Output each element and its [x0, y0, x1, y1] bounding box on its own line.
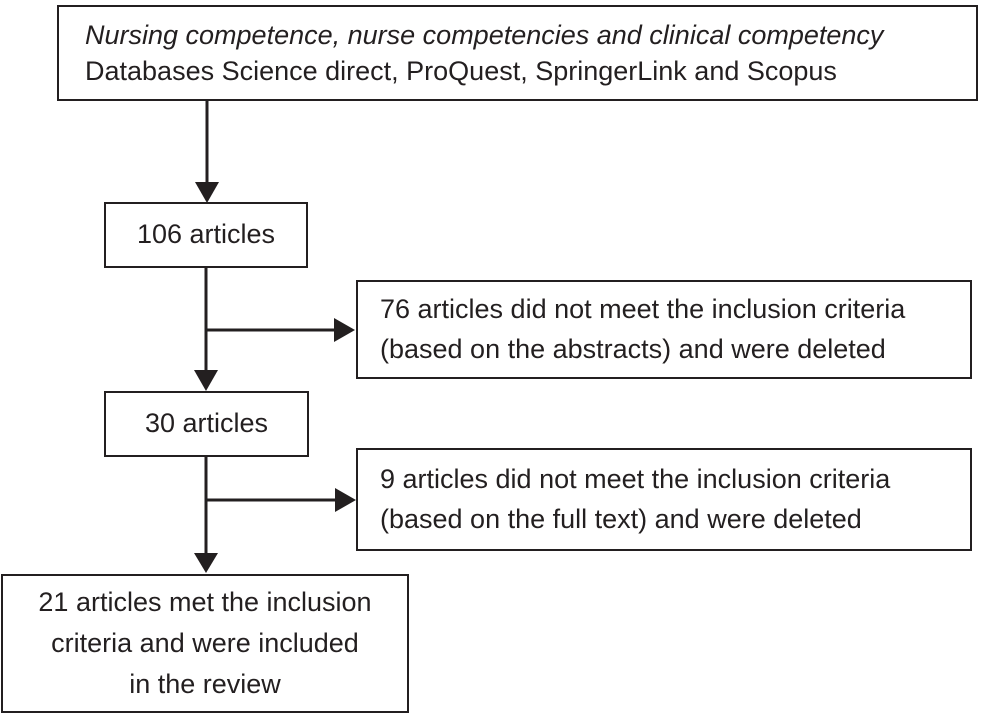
included-articles-box: 21 articles met the inclusion criteria a…	[1, 574, 409, 713]
articles-106-label: 106 articles	[136, 219, 276, 250]
arrow-search-to-106-icon	[195, 101, 219, 203]
excluded-abstracts-line1: 76 articles did not meet the inclusion c…	[380, 294, 906, 325]
included-line2: criteria and were included	[51, 627, 359, 658]
arrow-106-to-76-icon	[205, 318, 355, 342]
articles-30-box: 30 articles	[104, 391, 309, 457]
excluded-fulltext-line2: (based on the full text) and were delete…	[380, 503, 862, 534]
excluded-fulltext-box: 9 articles did not meet the inclusion cr…	[356, 448, 972, 551]
excluded-abstracts-line2: (based on the abstracts) and were delete…	[380, 333, 886, 364]
articles-106-box: 106 articles	[104, 202, 308, 268]
search-terms-box: Nursing competence, nurse competencies a…	[57, 5, 978, 101]
databases-text: Databases Science direct, ProQuest, Spri…	[85, 56, 837, 86]
included-line1: 21 articles met the inclusion	[38, 586, 372, 617]
excluded-abstracts-box: 76 articles did not meet the inclusion c…	[356, 280, 972, 379]
connector-106-to-30-icon	[194, 268, 218, 391]
articles-30-label: 30 articles	[144, 408, 269, 439]
search-query-text: Nursing competence, nurse competencies a…	[85, 19, 884, 50]
included-line3: in the review	[129, 669, 281, 700]
excluded-fulltext-line1: 9 articles did not meet the inclusion cr…	[380, 464, 891, 495]
arrow-30-to-9-icon	[205, 488, 356, 512]
connector-30-to-21-icon	[194, 457, 218, 573]
